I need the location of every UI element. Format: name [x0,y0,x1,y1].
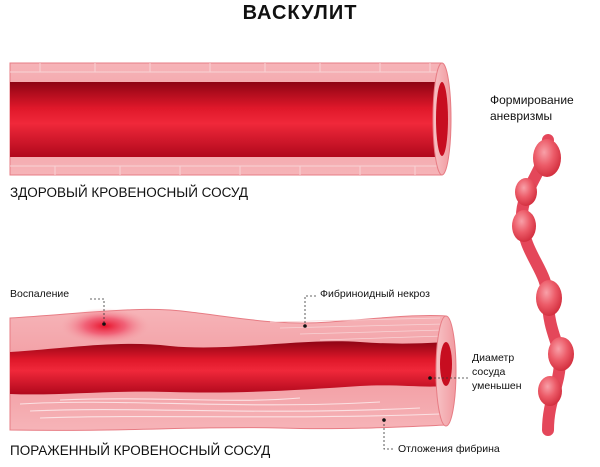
aneurysm-bulge [533,139,561,177]
fibrin-deposit-texture [19,397,441,419]
inflammation-spot [60,308,150,344]
healthy-lumen [10,82,442,157]
aneurysm-bulge [536,280,562,316]
annotation-inflammation: Воспаление [10,288,70,300]
healthy-vessel [9,62,452,176]
affected-vessel [9,308,457,431]
aneurysm-vessel [512,134,574,436]
annotation-diameter: Диаметр сосуда уменьшен [472,351,522,393]
dot-diameter [428,376,432,380]
dot-inflammation [102,322,106,326]
healthy-wall-texture [10,63,442,175]
healthy-vessel-caption: ЗДОРОВЫЙ КРОВЕНОСНЫЙ СОСУД [10,185,249,200]
healthy-vessel-opening [436,82,448,156]
aneurysm-bulge [512,210,536,242]
aneurysm-label-line2: аневризмы [490,109,553,123]
aneurysm-bulge [538,376,562,406]
dot-necrosis [303,324,307,328]
affected-vessel-caption: ПОРАЖЕННЫЙ КРОВЕНОСНЫЙ СОСУД [10,443,271,458]
aneurysm-label: Формирование аневризмы [490,92,574,124]
annotation-diameter-line3: уменьшен [472,380,522,392]
leader-fibrin [383,420,394,450]
aneurysm-bulge [515,178,537,206]
necrosis-texture [269,317,445,341]
annotation-diameter-line2: сосуда [472,366,506,378]
aneurysm-bulge [548,337,574,371]
page-title: ВАСКУЛИТ [242,2,358,24]
aneurysm-label-line1: Формирование [490,93,574,107]
annotation-diameter-line1: Диаметр [472,352,515,364]
leader-lines [90,295,468,450]
dot-fibrin [382,418,386,422]
affected-vessel-opening [440,342,452,386]
leader-inflammation [90,298,105,322]
annotation-fibrinoid-necrosis: Фибриноидный некроз [320,288,430,300]
annotation-fibrin-deposits: Отложения фибрина [398,443,500,455]
affected-lumen [10,341,446,395]
